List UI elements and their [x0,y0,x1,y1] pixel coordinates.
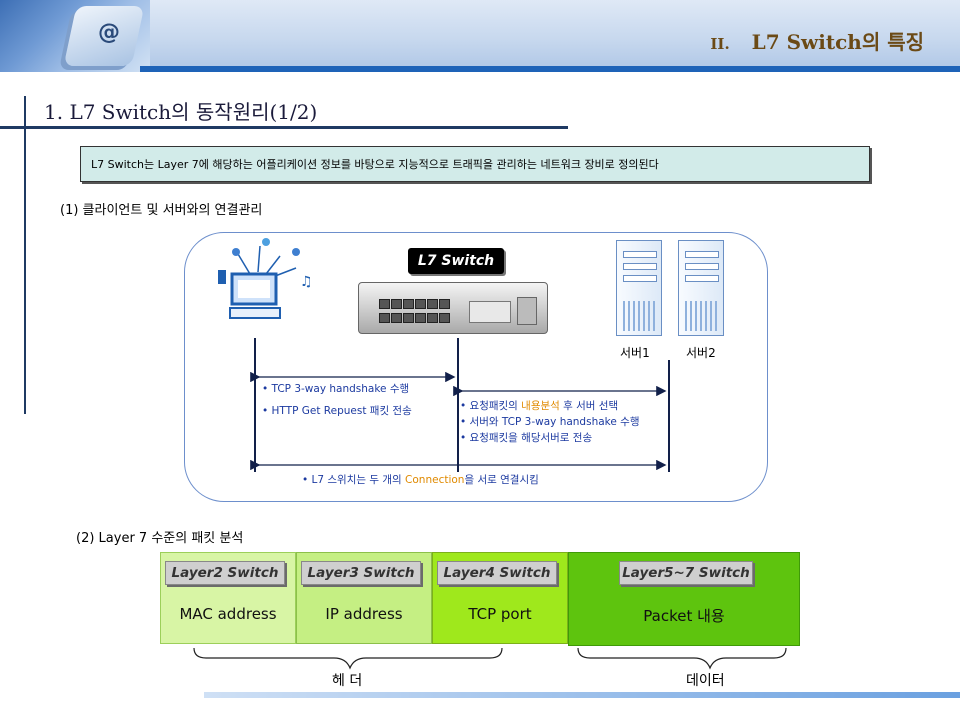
client-timeline [254,338,256,472]
l7-switch-device [358,282,548,334]
layer3-value: IP address [325,605,403,623]
layer5-7-tag: Layer5~7 Switch [619,561,753,585]
server1-label: 서버1 [620,346,650,360]
layer2-value: MAC address [179,605,277,623]
data-label: 데이터 [686,673,725,689]
section-number: II. [710,35,730,53]
page-title: 1. L7 Switch의 동작원리(1/2) [44,100,318,124]
layer4-cell: Layer4 Switch TCP port [432,552,568,644]
left-vertical-rule [24,96,26,414]
server2-icon [678,240,724,336]
server1-icon [616,240,662,336]
client-computer-icon: ♫ [218,238,313,319]
layer4-tag: Layer4 Switch [437,561,557,585]
layer4-value: TCP port [468,605,532,623]
header-rule [140,66,960,72]
layer5-7-cell: Layer5~7 Switch Packet 내용 [568,552,800,646]
header-label: 헤 더 [332,673,363,689]
client-note-2: • HTTP Get Repuest 패킷 전송 [262,405,412,417]
switch-note-3: • 요청패킷을 해당서버로 전송 [460,432,593,444]
l7-switch-label: L7 Switch [408,248,504,274]
layer3-cell: Layer3 Switch IP address [296,552,432,644]
switch-note-2: • 서버와 TCP 3-way handshake 수행 [460,416,640,428]
server2-label: 서버2 [686,346,716,360]
section-title: II. L7 Switch의 특징 [710,26,924,55]
connection-diagram [184,232,768,502]
svg-text:♫: ♫ [300,274,313,290]
header-banner [0,0,960,72]
definition-box: L7 Switch는 Layer 7에 해당하는 어플리케이션 정보를 바탕으로… [80,146,870,182]
layer2-tag: Layer2 Switch [165,561,285,585]
client-note-1: • TCP 3-way handshake 수행 [262,383,410,395]
switch-note-1: • 요청패킷의 내용분석 후 서버 선택 [460,400,619,412]
layer3-tag: Layer3 Switch [301,561,421,585]
layer2-cell: Layer2 Switch MAC address [160,552,296,644]
layer5-7-value: Packet 내용 [643,607,725,625]
section2-heading: (2) Layer 7 수준의 패킷 분석 [76,531,244,546]
server-timeline [668,360,670,472]
title-underline [0,126,568,129]
at-sign-icon: @ [98,20,120,45]
footer-rule [204,692,960,698]
section-name: L7 Switch의 특징 [751,30,924,54]
switch-timeline [457,338,459,472]
connection-note: • L7 스위치는 두 개의 Connection을 서로 연결시킴 [302,474,539,486]
section1-heading: (1) 클라이언트 및 서버와의 연결관리 [60,203,263,218]
